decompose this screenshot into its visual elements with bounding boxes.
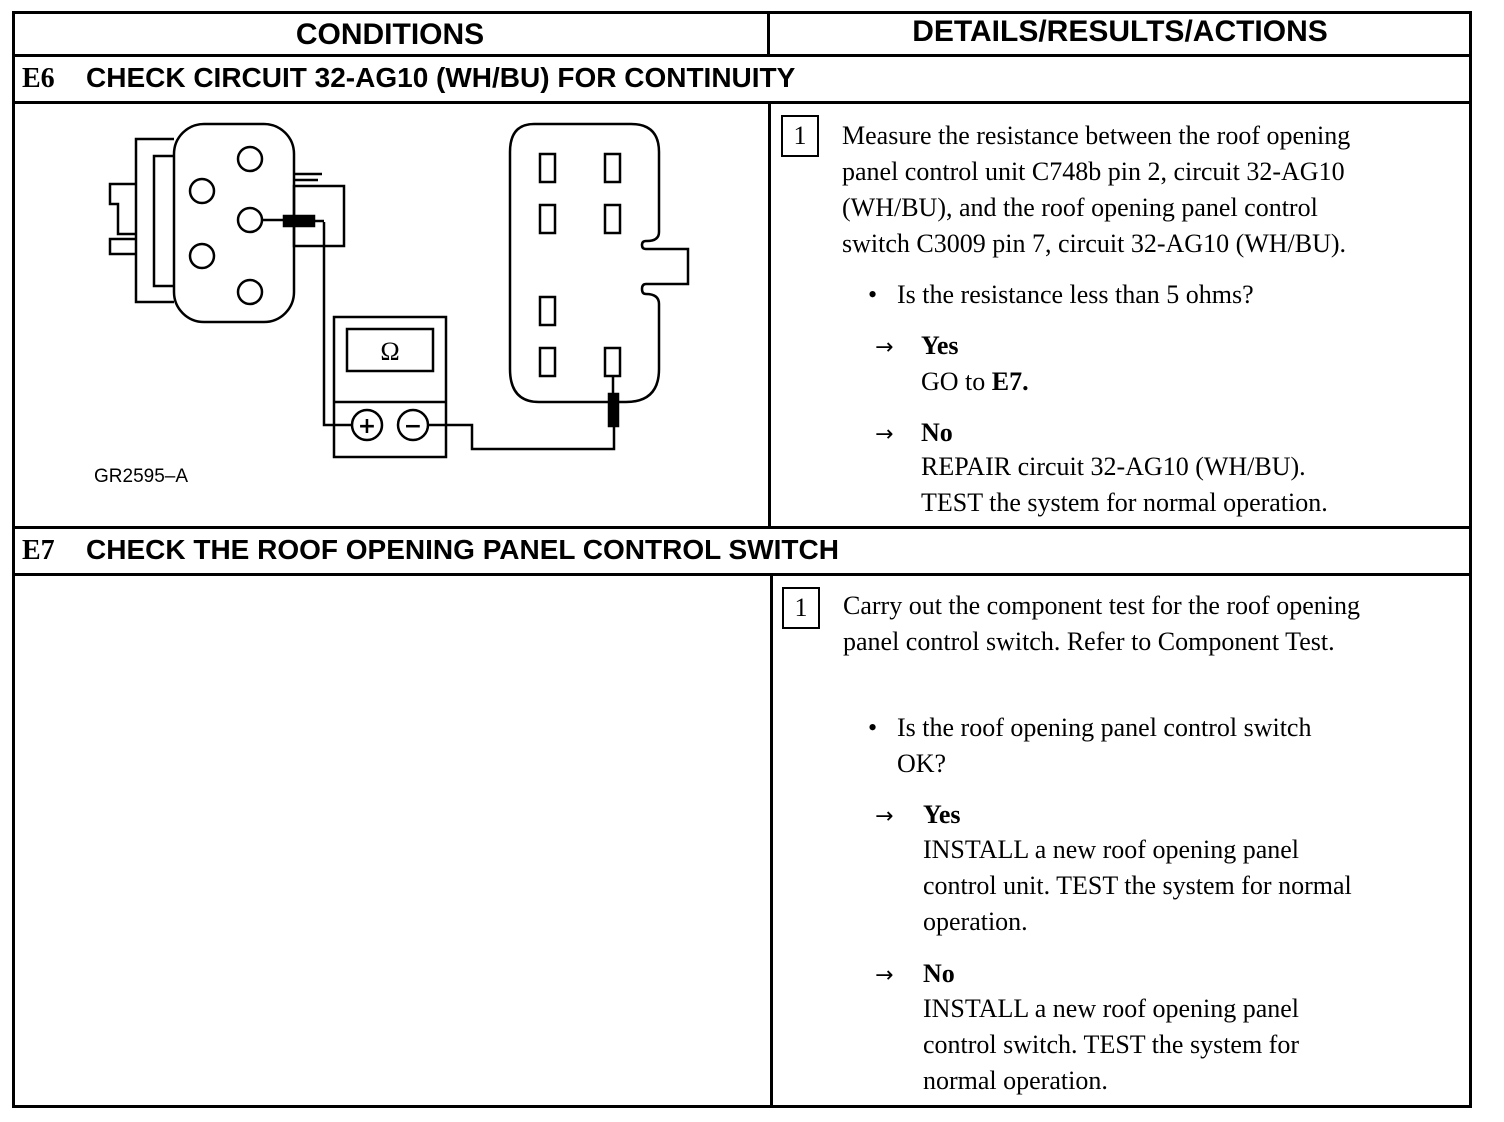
e7-title-divider: [12, 573, 1472, 576]
e6-step-number: 1: [781, 115, 819, 157]
pin-1-icon: [236, 145, 264, 173]
table-frame: [12, 11, 1472, 1108]
e6-yes-action-target: E7.: [991, 367, 1029, 396]
details-header: DETAILS/RESULTS/ACTIONS: [912, 15, 1328, 48]
e6-instruction-line: switch C3009 pin 7, circuit 32-AG10 (WH/…: [842, 229, 1347, 258]
e6-yes-label: Yes: [921, 331, 959, 360]
e6-column-divider: [768, 102, 771, 528]
e7-no-action-line: normal operation.: [923, 1066, 1108, 1095]
positive-test-lead: [322, 222, 352, 427]
c3009-connector-drawing: [508, 122, 690, 428]
e7-instruction: Carry out the component test for the roo…: [843, 588, 1463, 660]
negative-test-lead: [428, 414, 616, 451]
pin-5-icon: [236, 278, 264, 306]
header-divider: [12, 54, 1472, 57]
e7-details-panel: 1 Carry out the component test for the r…: [773, 576, 1470, 1106]
e6-yes-action-text: GO to: [921, 367, 992, 396]
pin-3-icon: [188, 177, 216, 205]
e6-no-label: No: [921, 418, 953, 447]
e6-details-panel: 1 Measure the resistance between the roo…: [771, 104, 1471, 526]
e6-bottom-divider: [12, 526, 1472, 529]
meter-plus-icon: +: [358, 414, 376, 439]
e7-section-title: E7 CHECK THE ROOF OPENING PANEL CONTROL S…: [22, 536, 839, 565]
e7-step-code: E7: [22, 535, 55, 566]
figure-label: GR2595–A: [94, 466, 189, 487]
arrow-icon: →: [875, 422, 894, 447]
c748b-connector-drawing: [108, 122, 346, 324]
e7-step-number: 1: [782, 587, 820, 629]
e7-instruction-line: Carry out the component test for the roo…: [843, 591, 1360, 620]
e7-question-line: Is the roof opening panel control switch: [897, 713, 1312, 742]
e7-no-label: No: [923, 959, 955, 988]
e6-instruction-line: (WH/BU), and the roof opening panel cont…: [842, 193, 1318, 222]
e7-yes-action-line: INSTALL a new roof opening panel: [923, 835, 1300, 864]
conditions-header: CONDITIONS: [295, 18, 485, 51]
e6-instruction-line: panel control unit C748b pin 2, circuit …: [842, 157, 1345, 186]
pin-4-icon: [188, 242, 216, 270]
e6-no-action: REPAIR circuit 32-AG10 (WH/BU). TEST the…: [921, 449, 1328, 521]
e7-column-divider: [770, 574, 773, 1108]
e6-test-diagram: Ω + −: [108, 122, 690, 459]
e7-no-action: INSTALL a new roof opening panel control…: [923, 991, 1299, 1099]
e7-yes-label: Yes: [923, 800, 961, 829]
e6-instruction-line: Measure the resistance between the roof …: [842, 121, 1351, 150]
e7-step-title: CHECK THE ROOF OPENING PANEL CONTROL SWI…: [86, 534, 839, 565]
e6-no-action-line: TEST the system for normal operation.: [921, 488, 1328, 517]
e6-step-code: E6: [22, 63, 55, 94]
arrow-icon: →: [875, 804, 894, 829]
e7-no-action-line: INSTALL a new roof opening panel: [923, 994, 1300, 1023]
header-column-divider: [767, 11, 770, 56]
bullet-icon: •: [868, 713, 878, 742]
e6-step-title: CHECK CIRCUIT 32-AG10 (WH/BU) FOR CONTIN…: [86, 62, 796, 93]
e6-yes-action: GO to E7.: [921, 364, 1029, 400]
pin-7-icon: [603, 346, 622, 378]
ohm-symbol: Ω: [380, 337, 399, 366]
e7-instruction-line: panel control switch. Refer to Component…: [843, 627, 1335, 656]
e6-title-divider: [12, 101, 1472, 104]
meter-minus-icon: −: [404, 414, 422, 439]
e7-yes-action: INSTALL a new roof opening panel control…: [923, 832, 1352, 940]
e6-no-action-line: REPAIR circuit 32-AG10 (WH/BU).: [921, 452, 1306, 481]
e6-question: Is the resistance less than 5 ohms?: [897, 280, 1254, 309]
bullet-icon: •: [868, 280, 878, 309]
e6-instruction: Measure the resistance between the roof …: [842, 118, 1467, 262]
e7-no-action-line: control switch. TEST the system for: [923, 1030, 1299, 1059]
e7-yes-action-line: operation.: [923, 907, 1028, 936]
e6-section-title: E6 CHECK CIRCUIT 32-AG10 (WH/BU) FOR CONT…: [22, 64, 795, 93]
pin-2-icon: [236, 206, 264, 234]
arrow-icon: →: [875, 335, 894, 360]
e7-question: Is the roof opening panel control switch…: [897, 710, 1311, 782]
e7-question-line: OK?: [897, 749, 947, 778]
arrow-icon: →: [875, 963, 894, 988]
e7-yes-action-line: control unit. TEST the system for normal: [923, 871, 1352, 900]
